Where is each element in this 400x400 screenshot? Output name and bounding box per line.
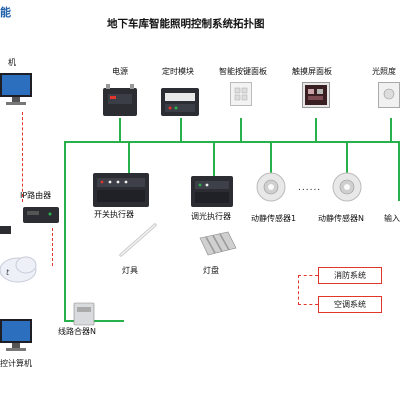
label-switch-actuator: 开关执行器 — [94, 210, 134, 219]
label-pc-top: 机 — [8, 58, 16, 67]
dimmer-actuator-icon — [191, 176, 233, 207]
wire-dimmer — [213, 141, 215, 176]
label-sensor1: 动静传感器1 — [251, 214, 297, 223]
switch-actuator-icon — [93, 173, 149, 207]
label-line-coupler: 线路合器N — [58, 327, 96, 336]
lamp-panel-icon — [199, 231, 237, 256]
wire-input — [398, 141, 400, 201]
fire-system-box: 消防系统 — [318, 267, 382, 284]
wire-sensorN — [346, 141, 348, 174]
label-touchscreen: 触摸屏面板 — [292, 67, 332, 76]
tube-lamp-icon — [119, 223, 157, 257]
wire-touchscreen — [315, 118, 317, 141]
small-device-icon — [0, 226, 11, 234]
label-pc-bottom: 控计算机 — [0, 359, 32, 368]
top-dashed-link — [22, 112, 23, 202]
computer-top-icon — [0, 73, 32, 105]
label-dimmer: 调光执行器 — [191, 212, 231, 221]
label-router: IP路由器 — [20, 191, 52, 200]
cloud-text: t — [6, 268, 10, 277]
label-lux: 光照度 — [372, 67, 396, 76]
motion-sensorN-icon — [332, 172, 362, 202]
label-sensorN: 动静传感器N — [318, 214, 364, 223]
hvac-system-box: 空调系统 — [318, 296, 382, 313]
computer-bottom-icon — [0, 319, 32, 351]
wire-keypanel — [240, 118, 242, 141]
timer-module-icon — [161, 88, 199, 116]
label-lamp: 灯具 — [122, 266, 138, 275]
wire-lux — [390, 118, 392, 141]
label-timer: 定时模块 — [162, 67, 194, 76]
wire-power — [119, 118, 121, 141]
wire-sensor1 — [270, 141, 272, 174]
fire-link — [298, 275, 318, 276]
internet-cloud-icon — [0, 256, 37, 283]
label-lamp-panel: 灯盘 — [203, 266, 219, 275]
wire-switch-actuator — [128, 141, 130, 173]
ip-router-icon — [23, 207, 59, 223]
power-supply-icon — [103, 84, 137, 116]
lux-sensor-icon — [378, 82, 400, 108]
wire-timer — [180, 118, 182, 141]
hvac-link — [298, 304, 318, 305]
ellipsis: ...... — [298, 183, 322, 193]
line-coupler-icon — [73, 302, 95, 326]
label-input-partial: 输入 — [384, 214, 400, 223]
label-power: 电源 — [112, 67, 128, 76]
label-key-panel: 智能按键面板 — [219, 67, 267, 76]
motion-sensor1-icon — [256, 172, 286, 202]
systems-riser — [298, 275, 299, 305]
main-bus — [64, 141, 400, 143]
left-bus-riser — [64, 141, 66, 321]
diagram-title: 地下车库智能照明控制系统拓扑图 — [107, 18, 265, 30]
brand-logo: 能 — [0, 6, 11, 19]
smart-key-panel-icon — [230, 82, 252, 106]
touchscreen-panel-icon — [302, 82, 330, 108]
router-dashed-link — [52, 228, 53, 266]
